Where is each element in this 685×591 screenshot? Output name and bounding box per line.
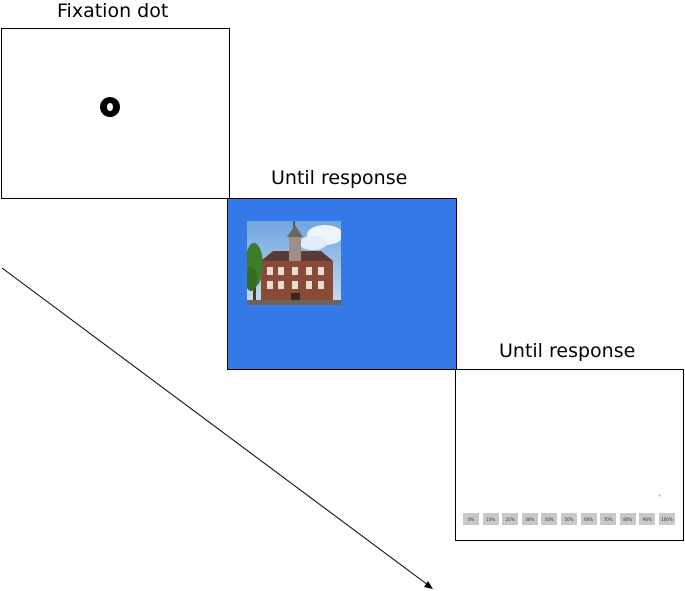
rating-button-0[interactable]: 0% [463,513,479,525]
building-photo [247,221,341,305]
rating-button-40[interactable]: 40% [541,513,558,525]
fixation-screen [1,28,230,199]
rating-button-10[interactable]: 10% [482,513,499,525]
rating-button-50[interactable]: 50% [560,513,577,525]
rating-screen: + 0% 10% 20% 30% 40% 50% 60% 70% 80% 90%… [455,369,684,541]
stimulus-screen [227,198,457,370]
rating-button-30[interactable]: 30% [521,513,538,525]
stage-title-fixation: Fixation dot [57,0,169,22]
cursor-icon: + [658,493,662,498]
rating-button-20[interactable]: 20% [502,513,519,525]
stage-title-rating: Until response [499,340,636,362]
rating-button-60[interactable]: 60% [580,513,597,525]
rating-button-80[interactable]: 80% [619,513,636,525]
rating-button-70[interactable]: 70% [600,513,617,525]
rating-button-100[interactable]: 100% [658,513,675,525]
arrowhead-icon [424,581,433,589]
stage-title-image: Until response [271,167,408,189]
rating-button-90[interactable]: 90% [639,513,656,525]
rating-scale: 0% 10% 20% 30% 40% 50% 60% 70% 80% 90% 1… [463,513,675,525]
fixation-dot-icon [100,97,120,117]
